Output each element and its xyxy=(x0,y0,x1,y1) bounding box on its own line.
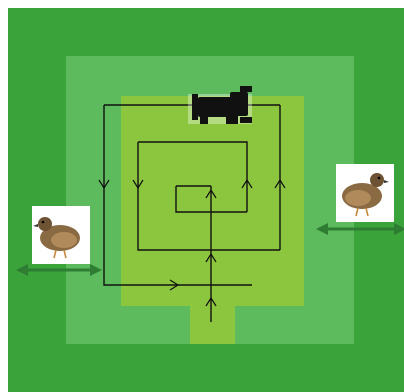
arrow-up-icon xyxy=(205,188,217,199)
mowed-area xyxy=(121,96,304,306)
path-arrows xyxy=(98,178,286,307)
path-middle-left xyxy=(137,142,280,251)
mowed-exit-strip xyxy=(190,300,235,344)
arrow-up-icon xyxy=(205,296,217,307)
quail-icon xyxy=(342,173,389,217)
arrow-right-icon xyxy=(169,279,180,291)
arrow-up-icon xyxy=(205,252,217,263)
arrow-down-icon xyxy=(98,179,110,190)
arrow-up-icon xyxy=(241,178,253,189)
bird-left xyxy=(32,206,90,264)
path-middle-top xyxy=(138,141,248,212)
quail-icon xyxy=(33,217,80,259)
arrow-up-icon xyxy=(274,178,286,189)
bird-right xyxy=(336,164,394,222)
path-inner-left xyxy=(175,186,247,213)
lawn-mower-icon xyxy=(188,86,252,124)
path-outer-left xyxy=(103,105,252,286)
arrow-down-icon xyxy=(132,179,144,190)
